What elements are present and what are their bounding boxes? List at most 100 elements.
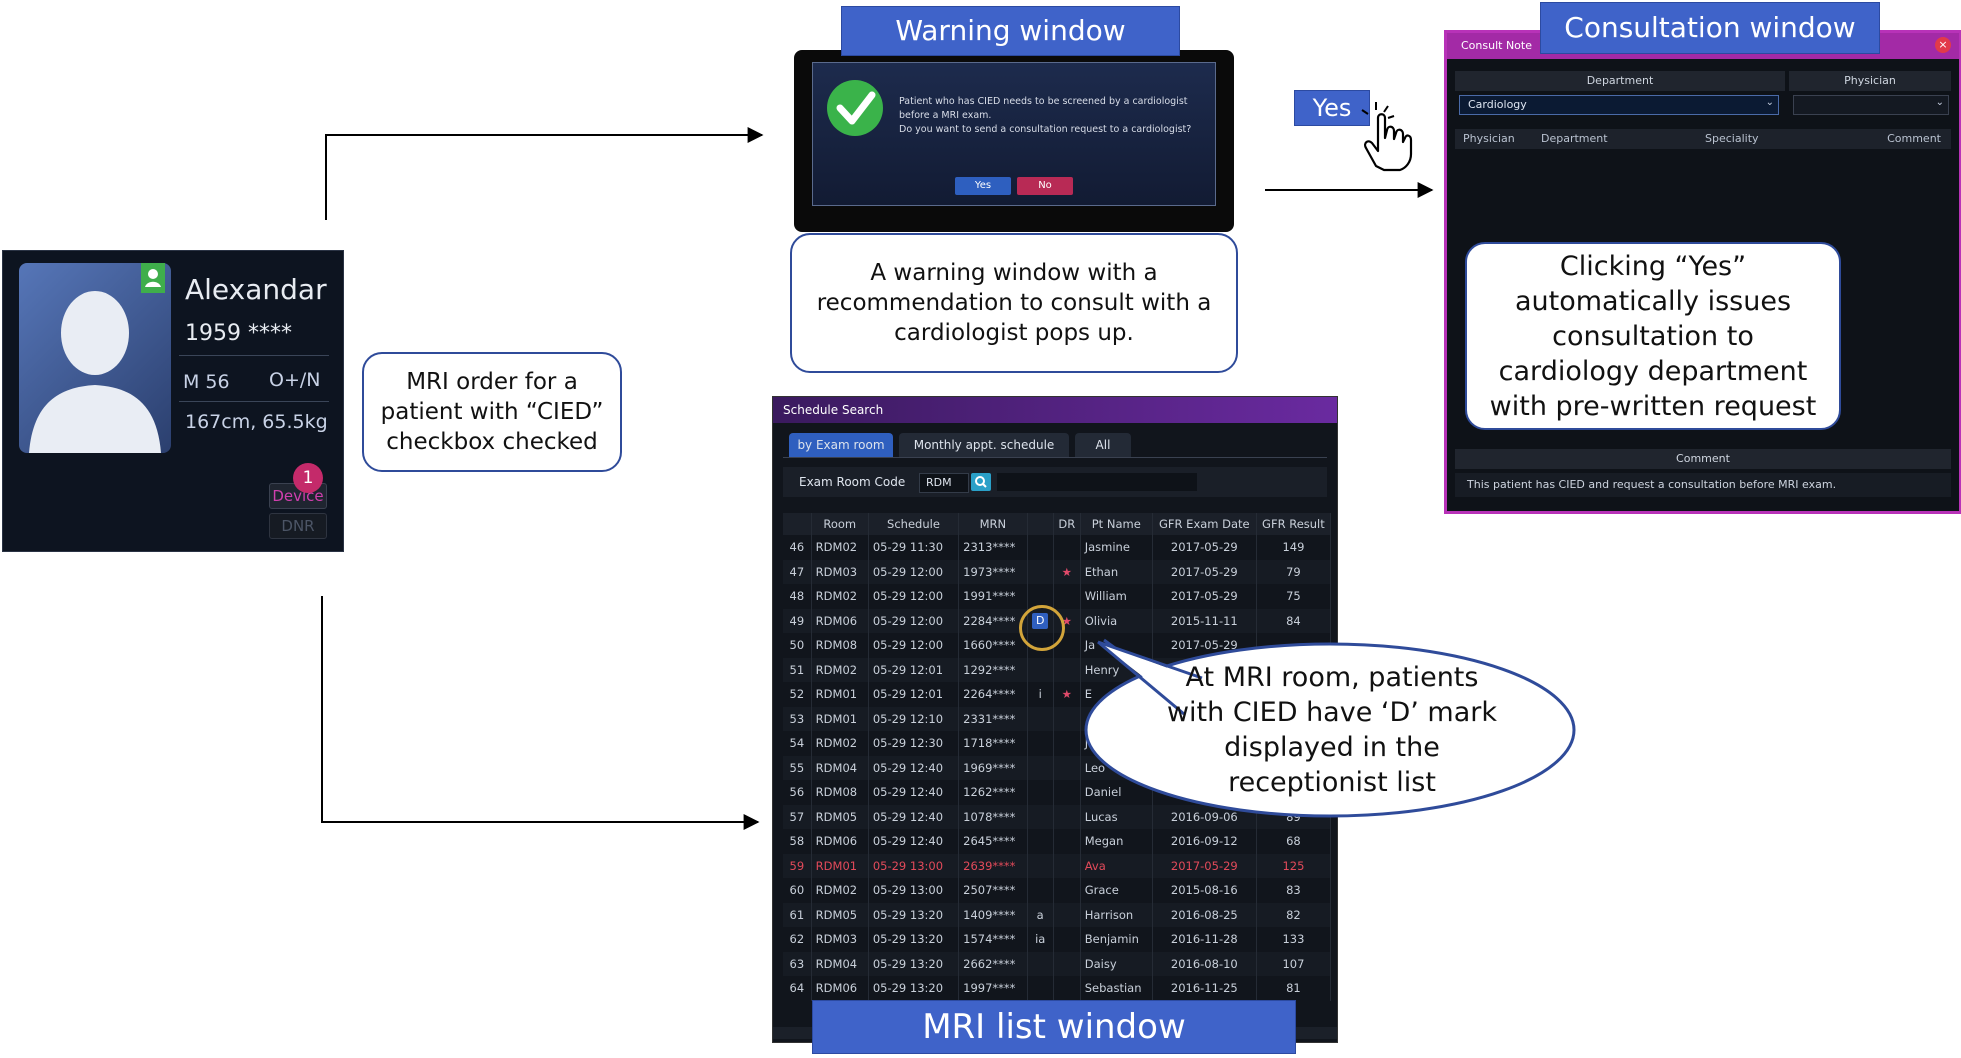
table-cell	[1027, 878, 1054, 903]
table-cell: 1292****	[958, 657, 1028, 682]
close-icon[interactable]: ×	[1935, 37, 1951, 53]
schedule-title: Schedule Search	[783, 403, 884, 417]
table-cell: RDM01	[811, 682, 869, 707]
table-cell: RDM08	[811, 633, 869, 658]
column-header[interactable]: Pt Name	[1080, 513, 1153, 535]
table-cell	[1053, 927, 1081, 952]
comment-field[interactable]: This patient has CIED and request a cons…	[1455, 473, 1951, 497]
column-header[interactable]: GFR Exam Date	[1152, 513, 1257, 535]
tab-by-exam-room[interactable]: by Exam room	[789, 433, 893, 457]
warning-line-1: Patient who has CIED needs to be screene…	[899, 96, 1188, 107]
table-cell: RDM06	[811, 608, 869, 633]
table-cell	[1053, 706, 1081, 731]
search-button[interactable]	[971, 473, 991, 491]
department-value: Cardiology	[1468, 98, 1527, 111]
table-cell: 2017-05-29	[1152, 853, 1257, 878]
table-cell	[1053, 951, 1081, 976]
divider	[179, 401, 329, 402]
table-cell: 63	[783, 951, 812, 976]
dnr-button[interactable]: DNR	[269, 513, 327, 539]
checkmark-icon	[827, 80, 883, 136]
table-cell: 2662****	[958, 951, 1028, 976]
table-cell	[1027, 584, 1054, 609]
table-cell: 2284****	[958, 608, 1028, 633]
table-cell: 56	[783, 780, 812, 805]
column-header[interactable]	[783, 513, 812, 535]
table-cell	[1027, 706, 1054, 731]
table-cell: Ava	[1080, 853, 1153, 878]
column-header[interactable]: GFR Result	[1256, 513, 1332, 535]
warning-no-button[interactable]: No	[1017, 177, 1073, 195]
table-cell: 2507****	[958, 878, 1028, 903]
table-cell: 05-29 12:30	[868, 731, 960, 756]
tab-all[interactable]: All	[1075, 433, 1131, 457]
department-select[interactable]: Cardiology ⌄	[1459, 95, 1779, 115]
column-header[interactable]: DR	[1053, 513, 1081, 535]
table-cell: RDM04	[811, 755, 869, 780]
person-silhouette-icon	[29, 291, 161, 453]
arrow-to-mri-list	[321, 596, 760, 830]
table-cell: 2017-05-29	[1152, 584, 1257, 609]
table-cell: 59	[783, 853, 812, 878]
consult-title: Consult Note	[1461, 39, 1532, 52]
yes-click-label: Yes	[1294, 90, 1370, 126]
warning-message: Patient who has CIED needs to be screene…	[899, 95, 1191, 137]
table-cell: RDM01	[811, 706, 869, 731]
table-cell: RDM01	[811, 853, 869, 878]
tab-divider	[783, 457, 1327, 458]
search-field[interactable]	[997, 473, 1197, 491]
table-cell: 2639****	[958, 853, 1028, 878]
table-cell: 05-29 12:40	[868, 780, 960, 805]
table-cell: 2016-08-25	[1152, 902, 1257, 927]
schedule-window: Schedule Search by Exam room Monthly app…	[772, 396, 1338, 1043]
warning-window-label-text: Warning window	[895, 14, 1126, 47]
table-cell: 05-29 13:20	[868, 902, 960, 927]
physician-select[interactable]: ⌄	[1793, 95, 1949, 115]
table-cell: 2015-08-16	[1152, 878, 1257, 903]
table-cell: 2645****	[958, 829, 1028, 854]
table-cell: 2017-05-29	[1152, 559, 1257, 584]
table-cell: 1991****	[958, 584, 1028, 609]
table-cell: 107	[1256, 951, 1332, 976]
table-cell: 1660****	[958, 633, 1028, 658]
table-cell	[1053, 878, 1081, 903]
table-cell: 50	[783, 633, 812, 658]
table-cell: RDM03	[811, 559, 869, 584]
column-header[interactable]: Room	[811, 513, 869, 535]
table-cell: 05-29 12:40	[868, 804, 960, 829]
comment-header: Comment	[1455, 449, 1951, 469]
table-cell: RDM02	[811, 535, 869, 560]
column-header[interactable]: MRN	[958, 513, 1028, 535]
table-cell: 05-29 12:00	[868, 584, 960, 609]
table-cell: 51	[783, 657, 812, 682]
table-cell: 2264****	[958, 682, 1028, 707]
table-cell	[1053, 657, 1081, 682]
exam-room-input[interactable]: RDM	[919, 473, 969, 493]
warning-desc-callout: A warning window with a recommendation t…	[790, 233, 1238, 373]
badge-count: 1	[302, 468, 314, 488]
table-cell: 05-29 13:00	[868, 878, 960, 903]
table-cell: 1262****	[958, 780, 1028, 805]
column-header[interactable]	[1027, 513, 1054, 535]
table-cell: Grace	[1080, 878, 1153, 903]
table-cell: 61	[783, 902, 812, 927]
table-cell: 1718****	[958, 731, 1028, 756]
chevron-down-icon: ⌄	[1935, 97, 1944, 108]
tab-monthly-schedule[interactable]: Monthly appt. schedule	[899, 433, 1069, 457]
table-cell: 2331****	[958, 706, 1028, 731]
column-header[interactable]: Schedule	[868, 513, 960, 535]
warning-yes-button[interactable]: Yes	[955, 177, 1011, 195]
table-cell: 1574****	[958, 927, 1028, 952]
table-cell: 79	[1256, 559, 1332, 584]
